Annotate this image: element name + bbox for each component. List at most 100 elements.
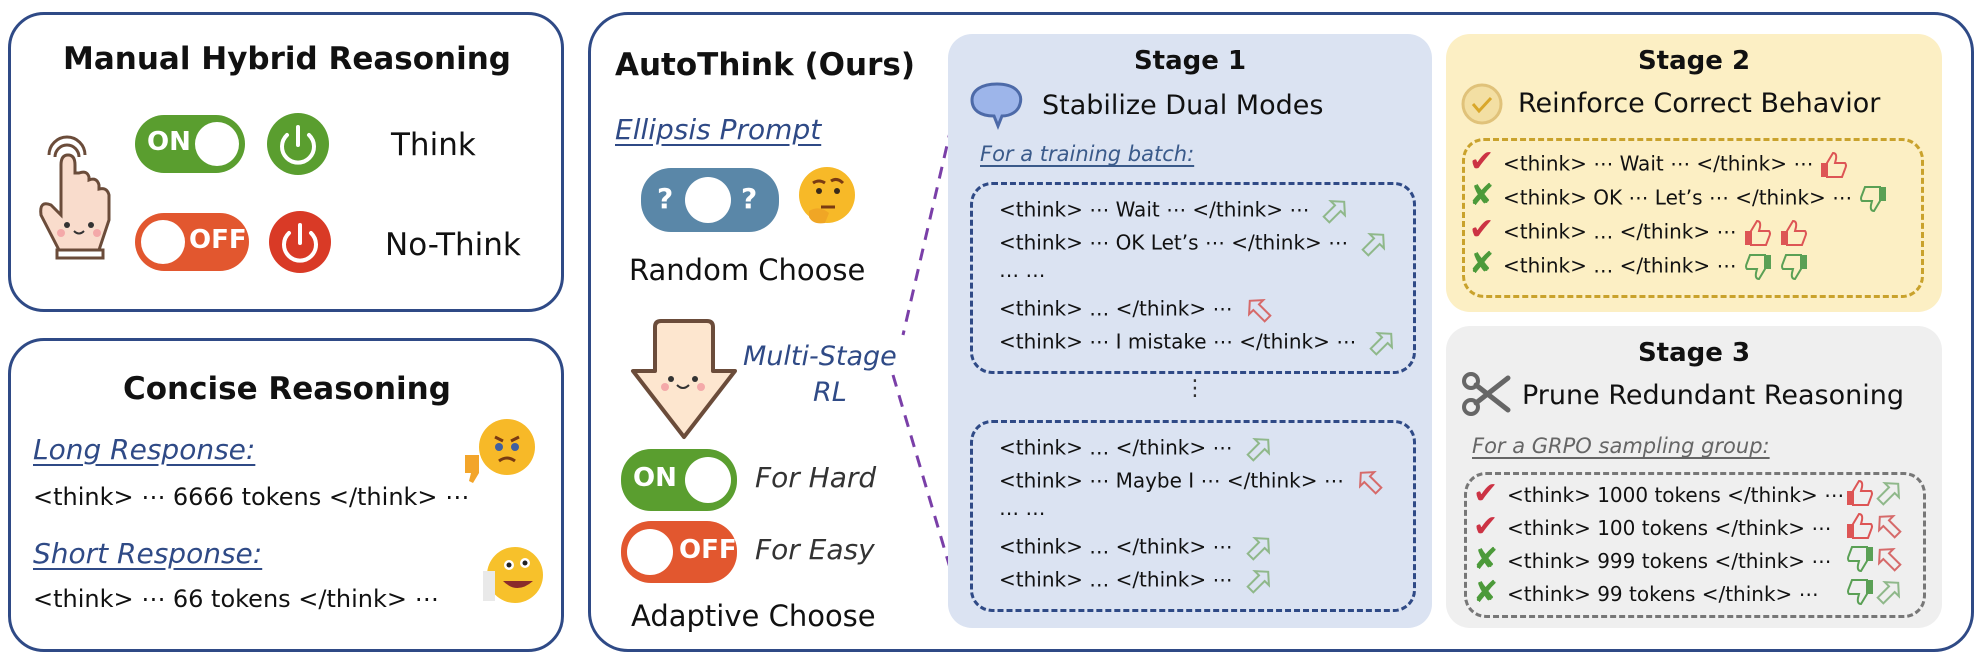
thumbs-down-icon	[1847, 546, 1873, 573]
random-choose-label: Random Choose	[629, 253, 866, 287]
arrow-up-icon	[1877, 547, 1902, 572]
row-text: ⋯ ⋯	[999, 263, 1046, 287]
toggle-knob	[685, 177, 731, 223]
thumbs-down-icon	[1744, 254, 1771, 281]
long-response-label: Long Response:	[33, 433, 256, 466]
off-label: OFF	[679, 535, 737, 565]
question-left: ?	[657, 182, 674, 215]
reasoning-row: <think> … </think> ⋯	[999, 567, 1273, 595]
toggle-knob	[685, 457, 731, 503]
for-easy-label: For Easy	[755, 533, 875, 566]
stage2-subtitle: Reinforce Correct Behavior	[1518, 88, 1881, 119]
think-on-toggle[interactable]: ON	[135, 115, 245, 173]
concise-title: Concise Reasoning	[123, 371, 451, 407]
scissors-icon	[1462, 372, 1511, 416]
reasoning-row: <think> 1000 tokens </think> ⋯	[1507, 483, 1844, 507]
row-text: <think> ⋯ Wait ⋯ </think> ⋯	[1503, 151, 1814, 176]
on-label: ON	[633, 463, 677, 493]
stage3-subtitle: Prune Redundant Reasoning	[1522, 380, 1904, 411]
reasoning-row: ⋯ ⋯	[999, 501, 1045, 525]
thumbs-up-icon	[1847, 479, 1873, 506]
row-text: <think> ⋯ I mistake ⋯ </think> ⋯	[999, 329, 1357, 354]
arrow-down-icon	[1245, 536, 1270, 561]
cross-mark-icon: ✘	[1469, 178, 1495, 213]
arrow-down-icon	[1876, 580, 1901, 605]
manual-hybrid-panel: Manual Hybrid Reasoning ON Think OFF No-…	[8, 12, 564, 312]
row-text: <think> … </think> ⋯	[1503, 219, 1737, 244]
arrow-down-icon	[1245, 437, 1270, 462]
random-choose-toggle[interactable]: ? ?	[641, 168, 779, 232]
training-batch-label: For a training batch:	[980, 142, 1195, 166]
multi-stage-label: Multi-Stage	[743, 341, 897, 372]
on-label: ON	[147, 127, 191, 157]
reasoning-row: <think> ⋯ Maybe I ⋯ </think> ⋯	[999, 468, 1384, 496]
no-think-label: No-Think	[385, 227, 521, 263]
thinking-emoji-icon	[799, 167, 855, 224]
hand-pointer-icon	[39, 135, 111, 260]
reasoning-row: <think> … </think> ⋯	[999, 296, 1273, 324]
thumbs-down-icon	[1860, 186, 1887, 213]
batch-box-1: <think> ⋯ Wait ⋯ </think> ⋯ <think> ⋯ OK…	[970, 182, 1416, 374]
angry-thumbs-down-emoji-icon	[465, 419, 535, 483]
cross-mark-icon: ✘	[1469, 246, 1495, 281]
goofy-thumbs-up-emoji-icon	[483, 547, 543, 603]
reasoning-row: <think> 99 tokens </think> ⋯	[1507, 582, 1819, 606]
row-text: <think> ⋯ Wait ⋯ </think> ⋯	[999, 197, 1310, 222]
think-label: Think	[391, 127, 476, 163]
reward-icons	[1845, 578, 1903, 606]
reasoning-row: <think> ⋯ OK Let’s ⋯ </think> ⋯	[999, 230, 1388, 258]
arrow-up-icon	[1247, 298, 1272, 323]
row-text: <think> … </think> ⋯	[999, 296, 1233, 321]
thumbs-down-icon	[1847, 579, 1873, 606]
reasoning-row: <think> 100 tokens </think> ⋯	[1507, 516, 1831, 540]
row-text: <think> 1000 tokens </think> ⋯	[1507, 483, 1845, 507]
row-text: <think> … </think> ⋯	[1503, 253, 1737, 278]
vertical-ellipsis: ⋮	[1184, 376, 1206, 401]
for-hard-on-toggle[interactable]: ON	[621, 449, 737, 511]
row-text: <think> … </think> ⋯	[999, 435, 1233, 460]
reasoning-row: <think> … </think> ⋯	[999, 435, 1273, 463]
power-off-icon	[269, 211, 331, 273]
concise-reasoning-panel: Concise Reasoning Long Response: <think>…	[8, 338, 564, 652]
check-mark-icon: ✔	[1473, 509, 1499, 544]
reasoning-row: <think> … </think> ⋯	[999, 534, 1273, 562]
row-text: <think> OK ⋯ Let’s ⋯ </think> ⋯	[1503, 185, 1853, 210]
arrow-down-icon	[1369, 331, 1394, 356]
toggle-knob	[141, 220, 185, 264]
think-off-toggle[interactable]: OFF	[135, 213, 249, 271]
speech-bubble-icon	[970, 82, 1023, 131]
check-mark-icon: ✔	[1473, 476, 1499, 511]
stage3-rows-box: ✔ <think> 1000 tokens </think> ⋯ ✔ <think>…	[1464, 472, 1926, 618]
short-response-label: Short Response:	[33, 537, 263, 570]
batch-box-2: <think> … </think> ⋯ <think> ⋯ Maybe I ⋯…	[970, 420, 1416, 612]
cross-mark-icon: ✘	[1473, 575, 1499, 610]
stage2-title: Stage 2	[1637, 46, 1751, 76]
thumbs-up-icon	[1847, 512, 1873, 539]
long-response-text: <think> ⋯ 6666 tokens </think> ⋯	[33, 483, 470, 511]
reasoning-row: <think> … </think> ⋯	[1503, 253, 1809, 281]
row-text: <think> … </think> ⋯	[999, 534, 1233, 559]
power-on-icon	[267, 113, 329, 175]
for-hard-label: For Hard	[755, 461, 877, 494]
autothink-title: AutoThink (Ours)	[615, 47, 915, 83]
row-text: <think> … </think> ⋯	[999, 567, 1233, 592]
thumbs-down-icon	[1780, 254, 1807, 281]
stage1-title: Stage 1	[1133, 46, 1247, 76]
cross-mark-icon: ✘	[1473, 542, 1499, 577]
for-easy-off-toggle[interactable]: OFF	[621, 521, 737, 583]
row-text: ⋯ ⋯	[999, 501, 1046, 525]
row-text: <think> 99 tokens </think> ⋯	[1507, 582, 1819, 606]
short-response-text: <think> ⋯ 66 tokens </think> ⋯	[33, 585, 439, 613]
reward-icons	[1845, 479, 1903, 507]
row-text: <think> 999 tokens </think> ⋯	[1507, 549, 1832, 573]
arrow-up-icon	[1358, 470, 1383, 495]
arrow-down-icon	[1322, 199, 1347, 224]
thumbs-up-icon	[1744, 219, 1771, 246]
thumbs-up-icon	[1780, 219, 1807, 246]
stage3-panel: Stage 3 Prune Redundant Reasoning For a …	[1446, 326, 1942, 628]
arrow-down-icon	[1361, 232, 1386, 257]
reasoning-row: <think> 999 tokens </think> ⋯	[1507, 549, 1831, 573]
arrow-down-icon	[1245, 569, 1270, 594]
check-mark-icon: ✔	[1469, 212, 1495, 247]
arrow-up-icon	[1877, 514, 1902, 539]
